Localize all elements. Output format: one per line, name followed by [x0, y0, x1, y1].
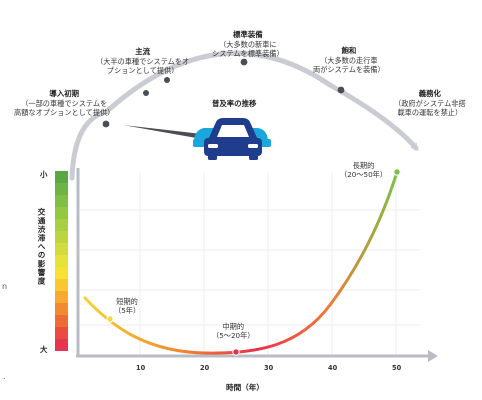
milestone-title: 飽和: [341, 46, 357, 55]
pointer-wedge: [123, 125, 202, 139]
milestone-label-mandate: 義務化 （政府がシステム非搭 載車の運転を禁止）: [394, 89, 466, 117]
x-tick-10: 10: [136, 364, 146, 372]
term-label-long: 長期的 （20～50年）: [340, 161, 388, 179]
milestone-title: 導入初期: [49, 89, 79, 98]
y-axis-top-label: 小: [40, 170, 48, 179]
adoption-arc: [69, 50, 419, 181]
term-point-short: [106, 315, 114, 323]
milestone-label-mainstream: 主流 （大半の車種でシステムをオ プションとして提供）: [96, 47, 190, 75]
x-tick-50: 50: [392, 364, 402, 372]
x-tick-20: 20: [200, 364, 210, 372]
term-point-mid: [232, 348, 240, 356]
edge-mark-n: n: [2, 282, 8, 291]
milestone-title: 標準装備: [233, 30, 263, 39]
milestone-label-saturation: 飽和 （大多数の走行車 両がシステムを装備）: [313, 46, 385, 74]
edge-mark-dot: .: [3, 372, 6, 381]
y-axis-bottom-label: 大: [40, 345, 48, 354]
milestone-label-intro: 導入初期 （一部の車種でシステムを 高額なオプションとして提供）: [14, 89, 115, 117]
y-axis-title: 交通渋滞への影響度: [37, 208, 46, 286]
impact-color-bar: [55, 171, 68, 351]
milestone-dot-3: [240, 58, 248, 66]
milestone-dot-4: [337, 86, 345, 94]
milestone-label-standard: 標準装備 （大多数の新車に システムを標準装備）: [212, 30, 284, 58]
impact-curve: [83, 170, 399, 355]
milestone-dot-5: [164, 77, 170, 83]
grid: [78, 172, 420, 355]
car-icon: [193, 118, 271, 160]
x-tick-40: 40: [328, 364, 338, 372]
x-axis-arrow: [428, 350, 438, 362]
adoption-label: 普及率の推移: [212, 99, 257, 108]
term-label-short: 短期的 （5年）: [114, 297, 141, 315]
x-tick-30: 30: [264, 364, 274, 372]
milestone-title: 主流: [135, 47, 151, 56]
milestone-dot-1: [102, 120, 110, 128]
milestone-dot-2: [143, 90, 149, 96]
x-axis-title: 時間（年）: [226, 383, 264, 392]
milestone-title: 義務化: [418, 89, 441, 98]
term-label-mid: 中期的 （5～20年）: [212, 322, 255, 340]
term-point-long: [393, 168, 401, 176]
